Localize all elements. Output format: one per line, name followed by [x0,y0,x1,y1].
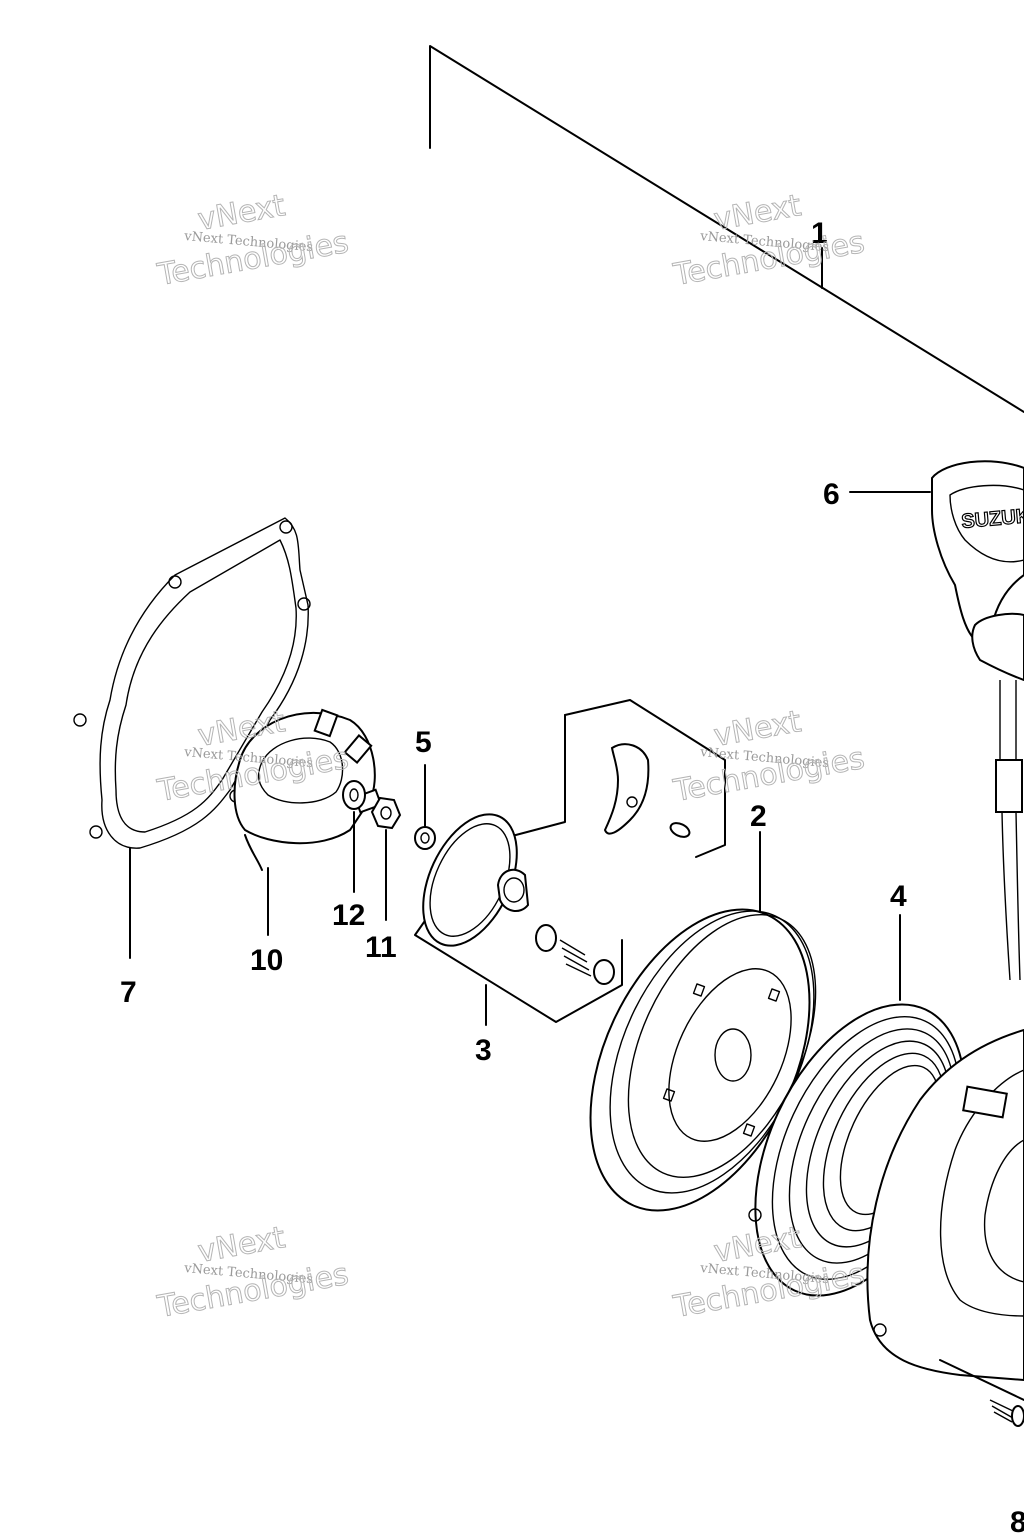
washer-part [342,780,366,893]
friction-plate-part [422,813,615,985]
callout-12: 12 [332,899,365,932]
bolt-part [414,764,436,850]
callout-5: 5 [415,726,432,759]
callout-8: 8 [1010,1506,1024,1536]
callout-1: 1 [811,217,828,250]
callout-6: 6 [823,478,840,511]
callout-7: 7 [120,976,137,1009]
callout-3: 3 [475,1034,492,1067]
pawl-part [603,743,691,838]
callout-2: 2 [750,800,767,833]
watermark-mid-right: vNext vNext Technologies Technologies [670,704,868,810]
starter-handle-part: SUZUKI [849,460,1024,981]
callout-4: 4 [890,880,907,913]
starter-housing-part [748,1028,1024,1382]
ratchet-part [233,708,383,936]
assembly-bracket-1 [429,45,1024,413]
callout-11: 11 [365,931,397,964]
watermark-top-left: vNext vNext Technologies Technologies [154,188,352,294]
callout-10: 10 [250,944,283,977]
mounting-bolt-part [939,1359,1024,1427]
watermark-top-right: vNext vNext Technologies Technologies [670,188,868,294]
assembly-bracket-3 [414,699,726,1026]
nut-part [370,796,402,921]
watermark-bottom-left: vNext vNext Technologies Technologies [154,1220,352,1326]
